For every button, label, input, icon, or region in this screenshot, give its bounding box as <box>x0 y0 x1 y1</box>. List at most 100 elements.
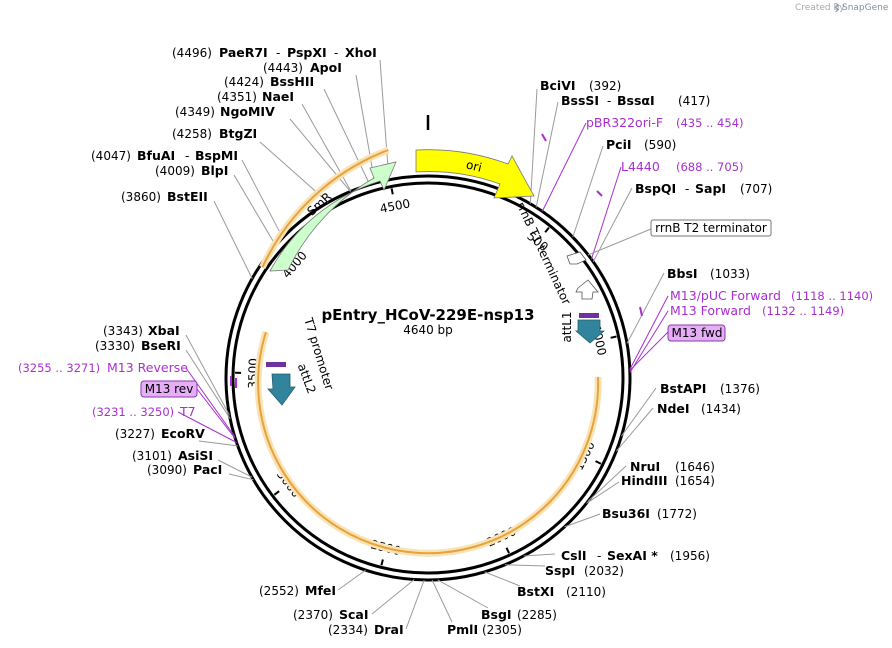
enzyme-leader-line <box>371 579 415 615</box>
enzyme-label-3227: (3227) EcoRV <box>115 426 205 441</box>
svg-text:(1772): (1772) <box>657 507 697 521</box>
svg-text:(4047): (4047) <box>91 149 131 163</box>
m13-fwd-box <box>667 324 726 342</box>
svg-text:BspMI: BspMI <box>195 148 238 163</box>
primer-label-m13-forward: M13 Forward (1132 .. 1149) <box>670 303 844 318</box>
svg-text:(2032): (2032) <box>584 564 624 578</box>
svg-text:(3255 .. 3271): (3255 .. 3271) <box>18 361 100 375</box>
enzyme-label-1033: BbsI (1033) <box>667 266 750 281</box>
svg-text:(3860): (3860) <box>121 190 161 204</box>
svg-text:-: - <box>334 46 338 60</box>
enzyme-label-4424: (4424) BssHII <box>224 74 314 89</box>
plasmid-length: 4640 bp <box>403 323 453 337</box>
svg-text:BstAPI: BstAPI <box>660 381 706 396</box>
tick-mark <box>505 547 510 554</box>
svg-text:BseRI: BseRI <box>141 338 181 353</box>
primer-label-m13-reverse: (3255 .. 3271) M13 Reverse <box>18 360 188 375</box>
svg-text:NgoMIV: NgoMIV <box>220 104 275 119</box>
credit-prefix: Created by <box>795 3 845 13</box>
orf-arc-insert <box>257 331 600 555</box>
enzyme-leader-line <box>228 473 254 481</box>
svg-text:BlpI: BlpI <box>201 163 228 178</box>
enzyme-label-3101: (3101) AsiSI <box>132 448 213 463</box>
svg-text:PmlI: PmlI <box>447 622 478 637</box>
enzyme-label-417: BssSI - BssαI (417) <box>561 93 710 108</box>
primer-label-t7: (3231 .. 3250) T7 <box>92 404 196 419</box>
svg-text:EcoRV: EcoRV <box>161 426 205 441</box>
enzyme-leader-line <box>437 579 489 609</box>
svg-text:(4424): (4424) <box>224 75 264 89</box>
backbone-inner-ring <box>231 181 625 575</box>
enzyme-label-2370: (2370) ScaI <box>293 607 369 622</box>
svg-text:BtgZI: BtgZI <box>219 126 257 141</box>
enzyme-leader-line <box>233 174 277 246</box>
attl1-primer-bar <box>579 313 599 318</box>
enzyme-label-1376: BstAPI (1376) <box>660 381 760 396</box>
credit-brand: SnapGene <box>842 3 889 13</box>
tick-mark <box>273 490 280 496</box>
svg-text:(1646): (1646) <box>675 460 715 474</box>
enzyme-label-1434: NdeI (1434) <box>657 401 741 416</box>
enzyme-leader-line <box>198 440 238 447</box>
primer-label-l4440: L4440 (688 .. 705) <box>621 159 744 174</box>
primer-leader-line <box>196 388 236 439</box>
enzyme-label-1772: Bsu36I (1772) <box>602 506 697 521</box>
rrnb-t2-terminator-label: rrnB T2 terminator <box>655 221 767 235</box>
enzyme-leader-line <box>355 74 376 184</box>
svg-text:(2110): (2110) <box>566 585 606 599</box>
enzyme-leader-line <box>626 272 665 344</box>
svg-text:-: - <box>607 94 611 108</box>
enzyme-leader-line <box>523 553 556 557</box>
enzyme-label-3343: (3343) XbaI <box>103 323 180 338</box>
svg-text:NaeI: NaeI <box>262 89 294 104</box>
enzyme-leader-line <box>587 465 627 502</box>
svg-text:PacI: PacI <box>193 462 222 477</box>
svg-text:DraI: DraI <box>374 622 404 637</box>
svg-text:(1132 .. 1149): (1132 .. 1149) <box>762 304 844 318</box>
primer-leader-line <box>541 122 587 212</box>
enzyme-label-2552: (2552) MfeI <box>259 583 336 598</box>
enzyme-leader-line <box>217 459 253 478</box>
enzyme-name: PaeR7I <box>219 45 268 60</box>
m13-fwd-label: M13 fwd <box>672 326 723 340</box>
ori-label: ori <box>465 157 484 174</box>
enzyme-label-590: PciI (590) <box>606 137 676 152</box>
smr-feature-arrow <box>269 161 397 272</box>
svg-text:SspI: SspI <box>545 563 575 578</box>
enzyme-label-2285: BsgI (2285) <box>481 607 557 622</box>
svg-text:-: - <box>685 182 689 196</box>
svg-text:-: - <box>597 549 601 563</box>
svg-text:(2334): (2334) <box>328 623 368 637</box>
primer-marks <box>230 133 643 388</box>
enzyme-leader-line <box>301 103 352 192</box>
svg-text:(4009): (4009) <box>155 164 195 178</box>
svg-text:CslI: CslI <box>561 548 587 563</box>
enzyme-label-2305: PmlI (2305) <box>447 622 522 637</box>
svg-text:M13 Forward: M13 Forward <box>670 303 751 318</box>
svg-text:BssαI: BssαI <box>617 93 655 108</box>
primer-leader-line <box>629 295 669 370</box>
enzyme-leader-line <box>535 101 559 208</box>
svg-text:SapI: SapI <box>695 181 726 196</box>
svg-text:BstEII: BstEII <box>167 189 208 204</box>
svg-text:M13 Reverse: M13 Reverse <box>107 360 188 375</box>
svg-text:ScaI: ScaI <box>339 607 369 622</box>
svg-text:Bsu36I: Bsu36I <box>602 506 650 521</box>
enzyme-leader-line <box>213 200 253 279</box>
svg-text:(688 .. 705): (688 .. 705) <box>676 160 744 174</box>
enzyme-label-2334: (2334) DraI <box>328 622 404 637</box>
tick-mark <box>595 460 602 465</box>
svg-text:(3227): (3227) <box>115 427 155 441</box>
backbone-outer-ring <box>224 174 632 582</box>
enzyme-label-3090: (3090) PacI <box>147 462 222 477</box>
snapgene-logo-icon <box>834 2 840 13</box>
svg-text:(4258): (4258) <box>172 127 212 141</box>
svg-text:XbaI: XbaI <box>148 323 180 338</box>
enzyme-leader-line <box>405 579 425 630</box>
attl1-label: attL1 <box>560 311 574 342</box>
primer-leader-line <box>185 367 236 437</box>
svg-text:AsiSI: AsiSI <box>178 448 213 463</box>
svg-text:PciI: PciI <box>606 137 632 152</box>
enzyme-label-3330: (3330) BseRI <box>95 338 181 353</box>
svg-text:BssSI: BssSI <box>561 93 599 108</box>
